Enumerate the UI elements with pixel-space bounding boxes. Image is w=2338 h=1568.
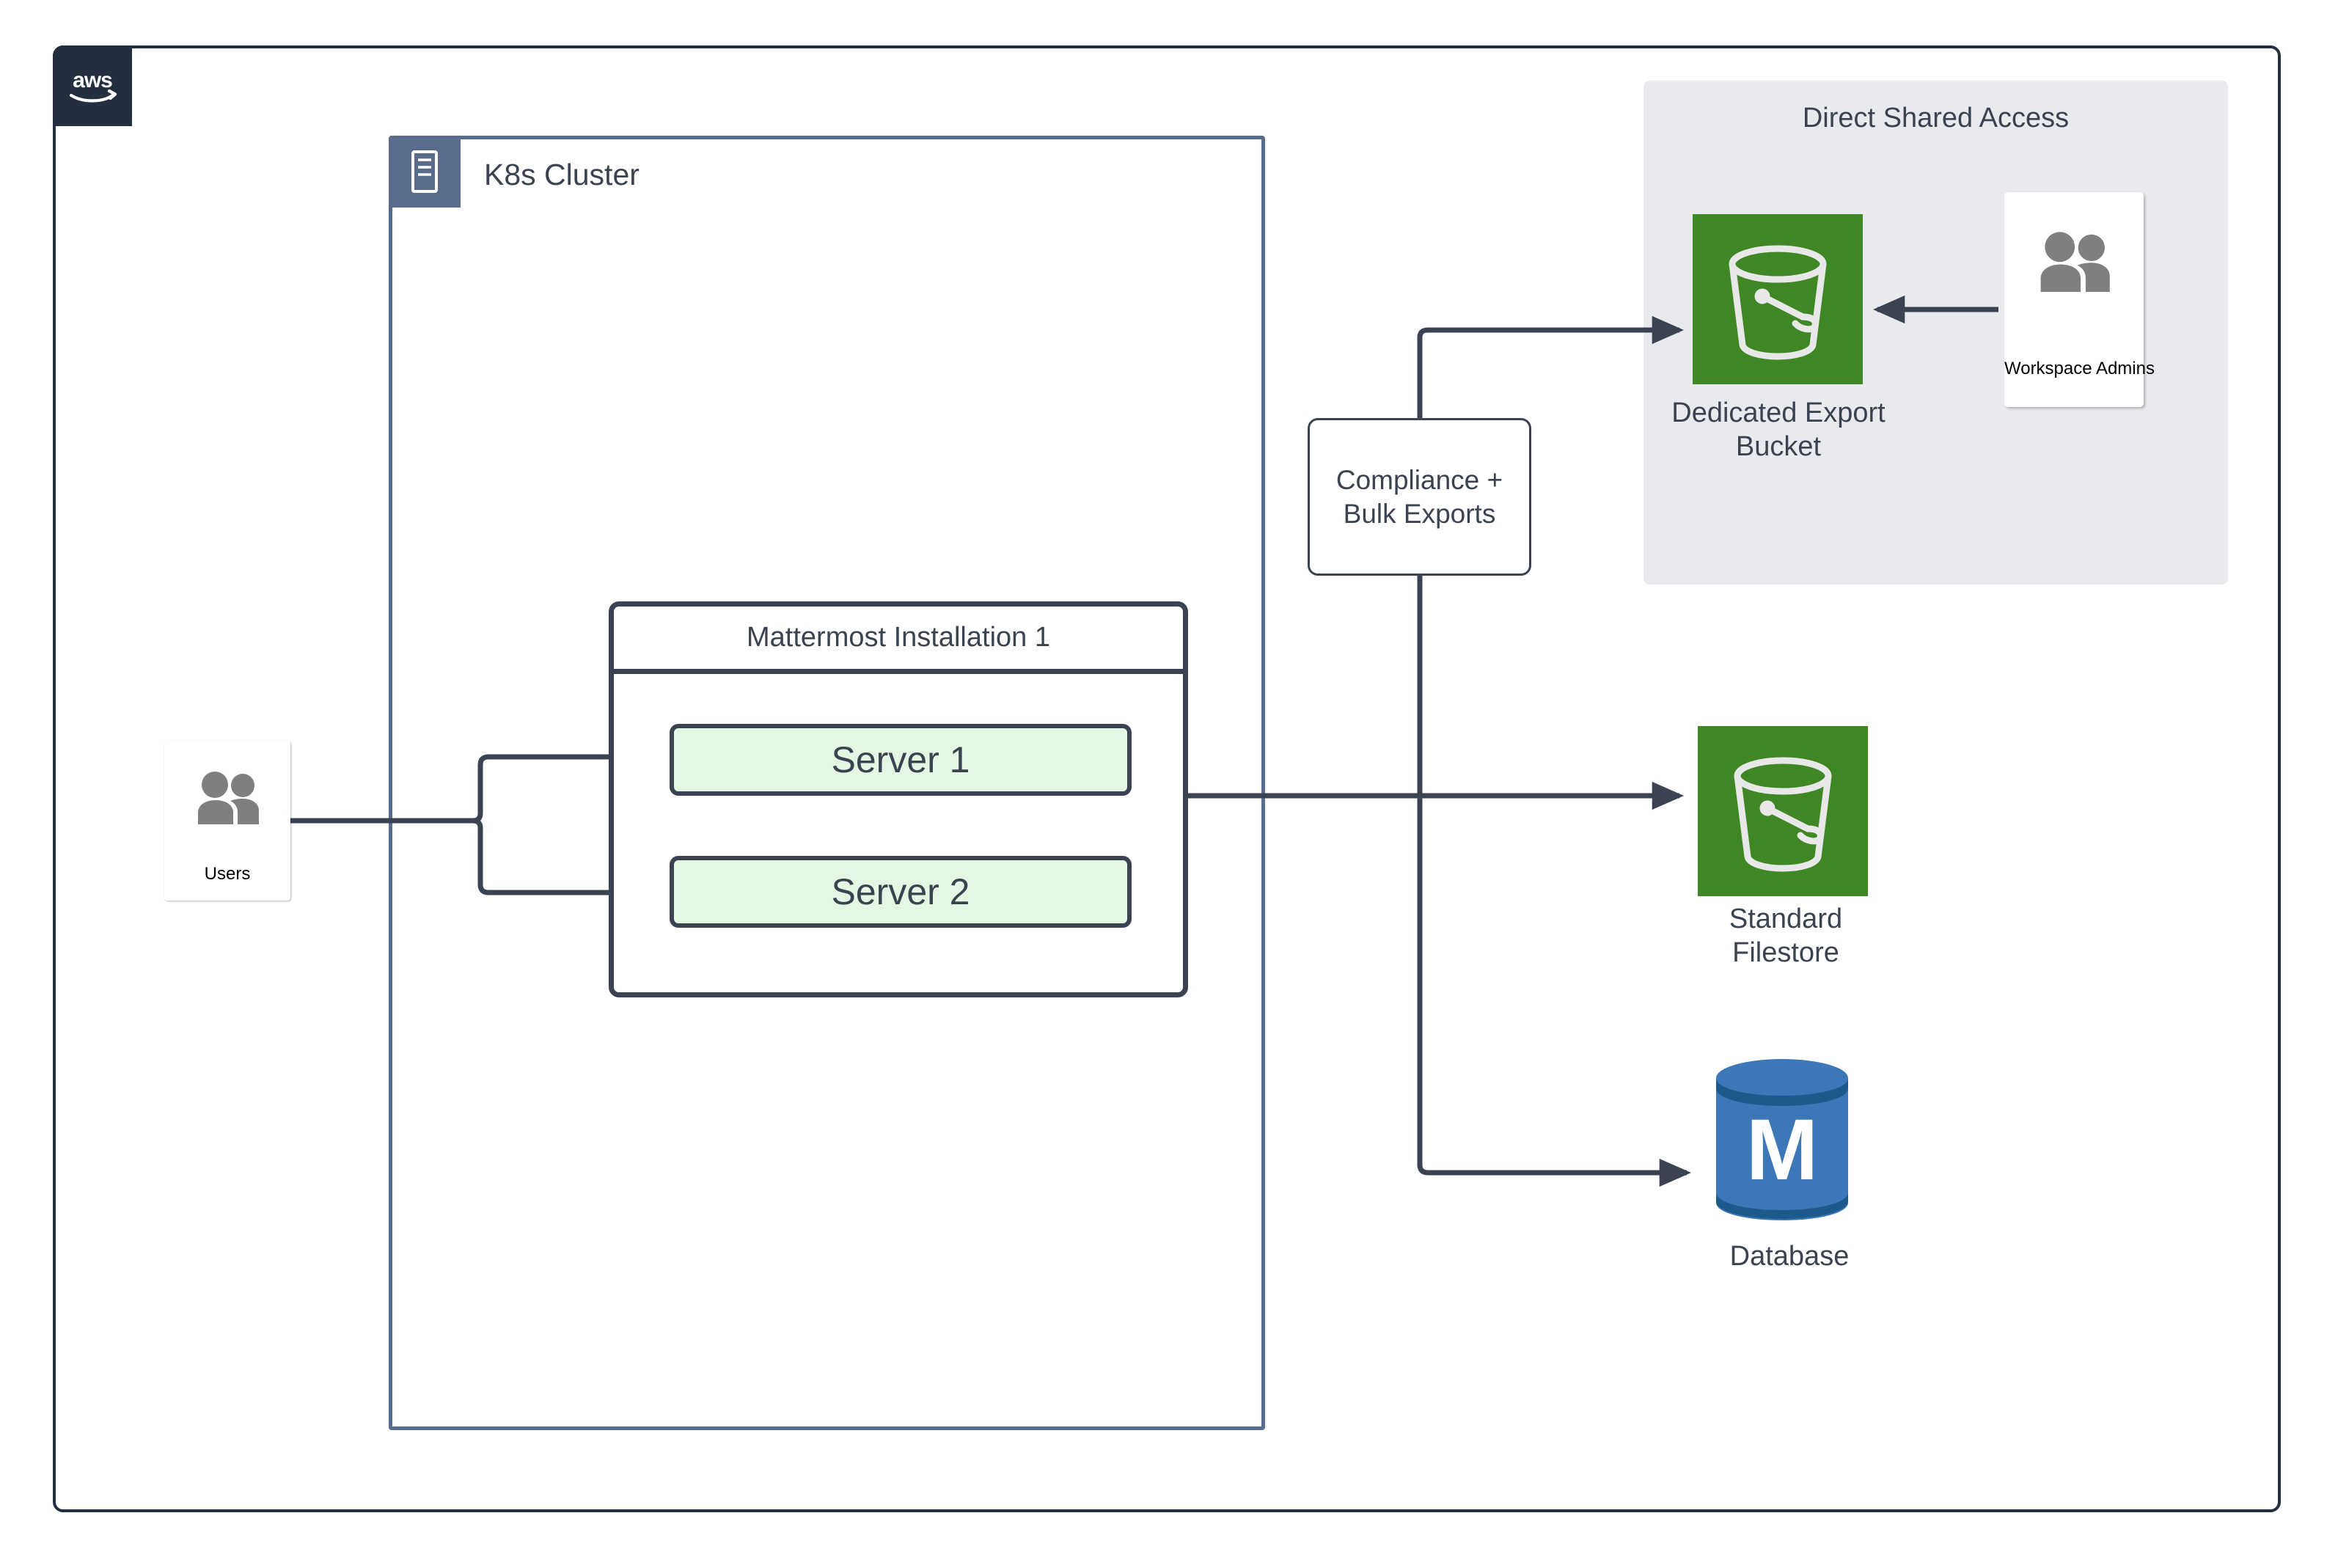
users-group-icon — [2031, 230, 2117, 296]
database-glyph: M — [1746, 1102, 1818, 1198]
compliance-bulk-exports-node[interactable]: Compliance + Bulk Exports — [1308, 418, 1531, 576]
mattermost-installation-title-bar: Mattermost Installation 1 — [614, 607, 1183, 674]
compliance-label-line-1: Compliance + — [1335, 465, 1503, 496]
direct-shared-access-title: Direct Shared Access — [1802, 103, 2070, 133]
k8s-cluster-boundary — [389, 136, 1265, 1430]
standard-filestore-label-line-2: Filestore — [1732, 937, 1839, 969]
export-bucket-caption: Dedicated Export Bucket — [1544, 396, 2013, 464]
aws-logo-icon: aws — [53, 45, 132, 126]
workspace-admins-node[interactable]: Workspace Admins — [2004, 192, 2155, 407]
server-1-label: Server 1 — [831, 739, 970, 780]
k8s-cluster-title: K8s Cluster — [484, 158, 640, 191]
s3-bucket-icon-export[interactable] — [1693, 214, 1863, 384]
export-bucket-label-line-1: Dedicated Export — [1671, 398, 1886, 428]
database-caption: Database — [1555, 1239, 2024, 1273]
standard-filestore-caption: Standard Filestore — [1551, 902, 2020, 970]
users-node[interactable]: Users — [164, 741, 290, 901]
server-2-label: Server 2 — [831, 871, 970, 912]
server-node-2[interactable]: Server 2 — [670, 856, 1132, 928]
workspace-admins-label: Workspace Admins — [2004, 359, 2155, 378]
mattermost-installation-title: Mattermost Installation 1 — [747, 622, 1050, 653]
export-bucket-label-line-2: Bucket — [1735, 431, 1822, 463]
standard-filestore-label-line-1: Standard — [1729, 904, 1843, 934]
s3-bucket-icon-filestore[interactable] — [1698, 726, 1868, 896]
mattermost-installation-box: Mattermost Installation 1 Server 1 Serve… — [609, 601, 1188, 997]
users-group-icon — [189, 770, 265, 828]
compliance-label-line-2: Bulk Exports — [1343, 498, 1496, 529]
mattermost-database-cylinder-icon[interactable]: M — [1709, 1056, 1855, 1225]
svg-text:aws: aws — [73, 68, 112, 92]
users-node-label: Users — [204, 864, 251, 884]
database-label: Database — [1729, 1241, 1850, 1272]
server-rack-icon — [389, 136, 461, 208]
server-node-1[interactable]: Server 1 — [670, 724, 1132, 796]
